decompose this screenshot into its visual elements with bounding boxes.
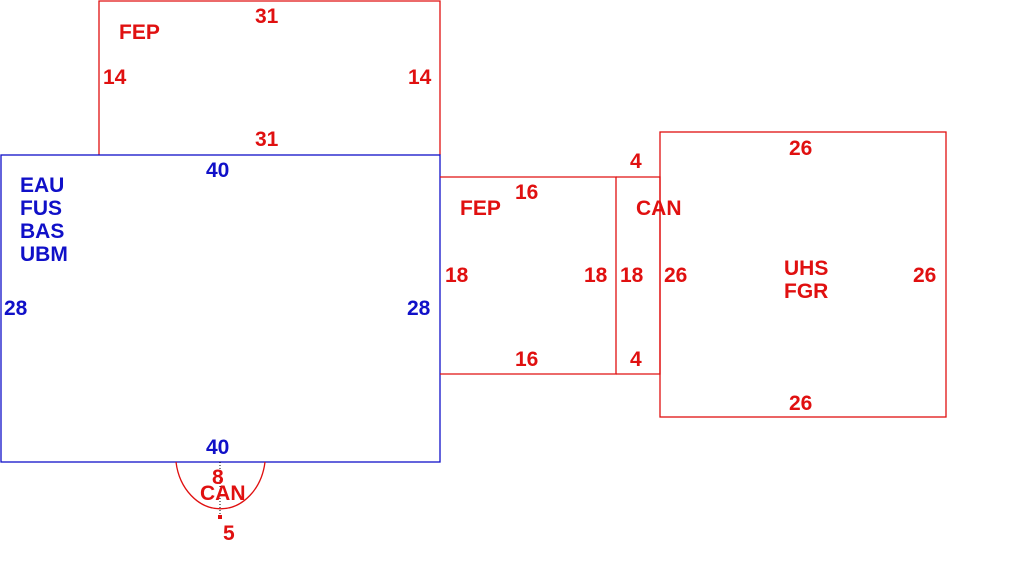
uhs-area-right-dimension: 26	[913, 264, 936, 287]
bottom-can-center-point	[218, 515, 222, 519]
uhs-area-bottom-dimension: 26	[789, 392, 812, 415]
top-fep-top-dimension: 31	[255, 5, 279, 28]
right-can-area: CAN 4 4 18	[616, 150, 682, 375]
top-fep-left-dimension: 14	[103, 66, 127, 89]
top-fep-outline	[98, 0, 441, 155]
main-area: EAU FUS BAS UBM 40 40 28 28	[0, 154, 441, 463]
uhs-area-left-dimension: 26	[664, 264, 687, 287]
mid-fep-top-dimension: 16	[515, 181, 538, 204]
mid-fep-bottom-dimension: 16	[515, 348, 538, 371]
mid-fep-label: FEP	[460, 197, 501, 220]
mid-fep-right-dimension: 18	[584, 264, 608, 287]
main-area-outline	[0, 154, 441, 463]
right-can-bottom-dimension: 4	[630, 348, 642, 371]
main-area-label-1: EAU	[20, 174, 64, 197]
uhs-area: UHS FGR 26 26 26 26	[659, 131, 947, 418]
bottom-can-radius-dimension: 5	[223, 522, 235, 545]
main-area-left-dimension: 28	[4, 297, 28, 320]
main-area-bottom-dimension: 40	[206, 436, 229, 459]
mid-fep-left-dimension: 18	[445, 264, 469, 287]
main-area-label-4: UBM	[20, 243, 68, 266]
top-fep-label: FEP	[119, 21, 160, 44]
main-area-label-3: BAS	[20, 220, 64, 243]
right-can-label: CAN	[636, 197, 682, 220]
mid-fep-outline	[440, 176, 617, 375]
uhs-area-label-2: FGR	[784, 280, 828, 303]
main-area-label-2: FUS	[20, 197, 62, 220]
right-can-top-dimension: 4	[630, 150, 642, 173]
bottom-can-label: CAN	[200, 482, 246, 505]
uhs-area-outline	[659, 131, 947, 418]
bottom-can-diameter-dimension: 8	[212, 466, 224, 489]
bottom-can-area: CAN 8 5	[175, 461, 266, 545]
main-area-right-dimension: 28	[407, 297, 431, 320]
bottom-can-arc	[175, 461, 266, 510]
uhs-area-label-1: UHS	[784, 257, 828, 280]
mid-fep-area: FEP 16 16 18 18	[440, 176, 617, 375]
top-fep-right-dimension: 14	[408, 66, 432, 89]
top-fep-bottom-dimension: 31	[255, 128, 279, 151]
right-can-side-dimension: 18	[620, 264, 644, 287]
uhs-area-top-dimension: 26	[789, 137, 812, 160]
main-area-top-dimension: 40	[206, 159, 229, 182]
top-fep-area: FEP 31 31 14 14	[98, 0, 441, 155]
